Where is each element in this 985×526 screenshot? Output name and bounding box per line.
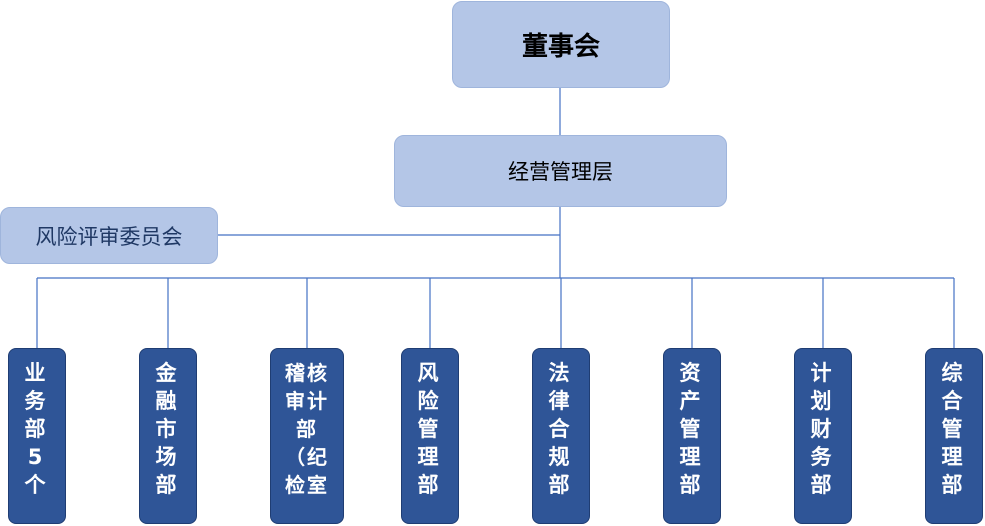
dept-risk-management-label: 风险管理部 xyxy=(417,361,443,497)
dept-planning-finance-label: 计划财务部 xyxy=(810,361,836,497)
dept-general-management-label: 综合管理部 xyxy=(941,361,967,497)
dept-audit: 稽核审计部（纪检室 xyxy=(270,348,344,524)
dept-planning-finance: 计划财务部 xyxy=(794,348,852,524)
management-box: 经营管理层 xyxy=(394,135,727,207)
management-label: 经营管理层 xyxy=(508,160,613,184)
board-label: 董事会 xyxy=(521,32,600,62)
dept-risk-management: 风险管理部 xyxy=(401,348,459,524)
board-box: 董事会 xyxy=(452,1,670,88)
dept-general-management: 综合管理部 xyxy=(925,348,983,524)
dept-financial-markets: 金融市场部 xyxy=(139,348,197,524)
dept-audit-label: 稽核审计部（纪检室 xyxy=(285,361,329,497)
dept-business-label: 业务部5个 xyxy=(24,361,50,497)
risk-committee-label: 风险评审委员会 xyxy=(35,224,183,249)
dept-business: 业务部5个 xyxy=(8,348,66,524)
dept-asset-management-label: 资产管理部 xyxy=(679,361,705,497)
dept-legal-compliance: 法律合规部 xyxy=(532,348,590,524)
dept-legal-compliance-label: 法律合规部 xyxy=(548,361,574,497)
dept-financial-markets-label: 金融市场部 xyxy=(155,361,181,497)
risk-committee-box: 风险评审委员会 xyxy=(0,207,218,264)
dept-asset-management: 资产管理部 xyxy=(663,348,721,524)
